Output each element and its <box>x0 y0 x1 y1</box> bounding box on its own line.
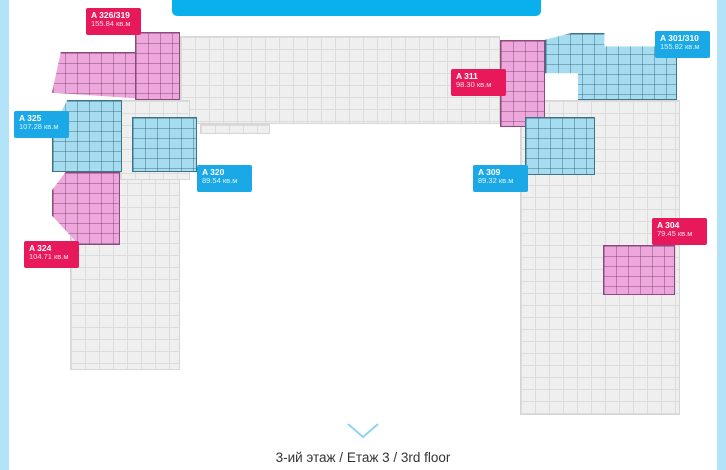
apartment-area: 155.82 кв.м <box>660 42 700 52</box>
apartment-area: 79.45 кв.м <box>657 229 693 239</box>
apartment-number: A 325 <box>19 113 42 123</box>
apartment-area: 155.84 кв.м <box>91 19 131 29</box>
apartment-number: A 324 <box>29 243 52 253</box>
header-banner <box>172 0 541 16</box>
apartment-area: 104.71 кв.м <box>29 252 69 262</box>
apartment-number: A 309 <box>478 167 501 177</box>
unit-a324[interactable] <box>52 172 120 245</box>
apartment-area: 89.54 кв.м <box>202 176 238 186</box>
apartment-number: A 326/319 <box>91 10 130 20</box>
apartment-number: A 301/310 <box>660 33 699 43</box>
apartment-number: A 304 <box>657 220 680 230</box>
apartment-area: 98.30 кв.м <box>456 80 492 90</box>
apartment-area: 107.28 кв.м <box>19 122 59 132</box>
apartment-number: A 311 <box>456 71 478 81</box>
apartment-area: 89.32 кв.м <box>478 176 514 186</box>
chevron-down-icon[interactable] <box>346 421 380 441</box>
unit-a320[interactable] <box>132 117 197 172</box>
plan-center-wing <box>180 36 500 124</box>
unit-a309[interactable] <box>525 117 595 175</box>
right-border-strip <box>717 0 726 470</box>
unit-a304[interactable] <box>603 245 675 295</box>
apartment-number: A 320 <box>202 167 225 177</box>
floor-caption: 3-ий этаж / Етаж 3 / 3rd floor <box>275 450 451 465</box>
unit-a311[interactable] <box>500 40 545 127</box>
unit-a326-319-b[interactable] <box>135 32 180 100</box>
plan-center-stub <box>200 124 270 134</box>
left-border-strip <box>0 0 9 470</box>
